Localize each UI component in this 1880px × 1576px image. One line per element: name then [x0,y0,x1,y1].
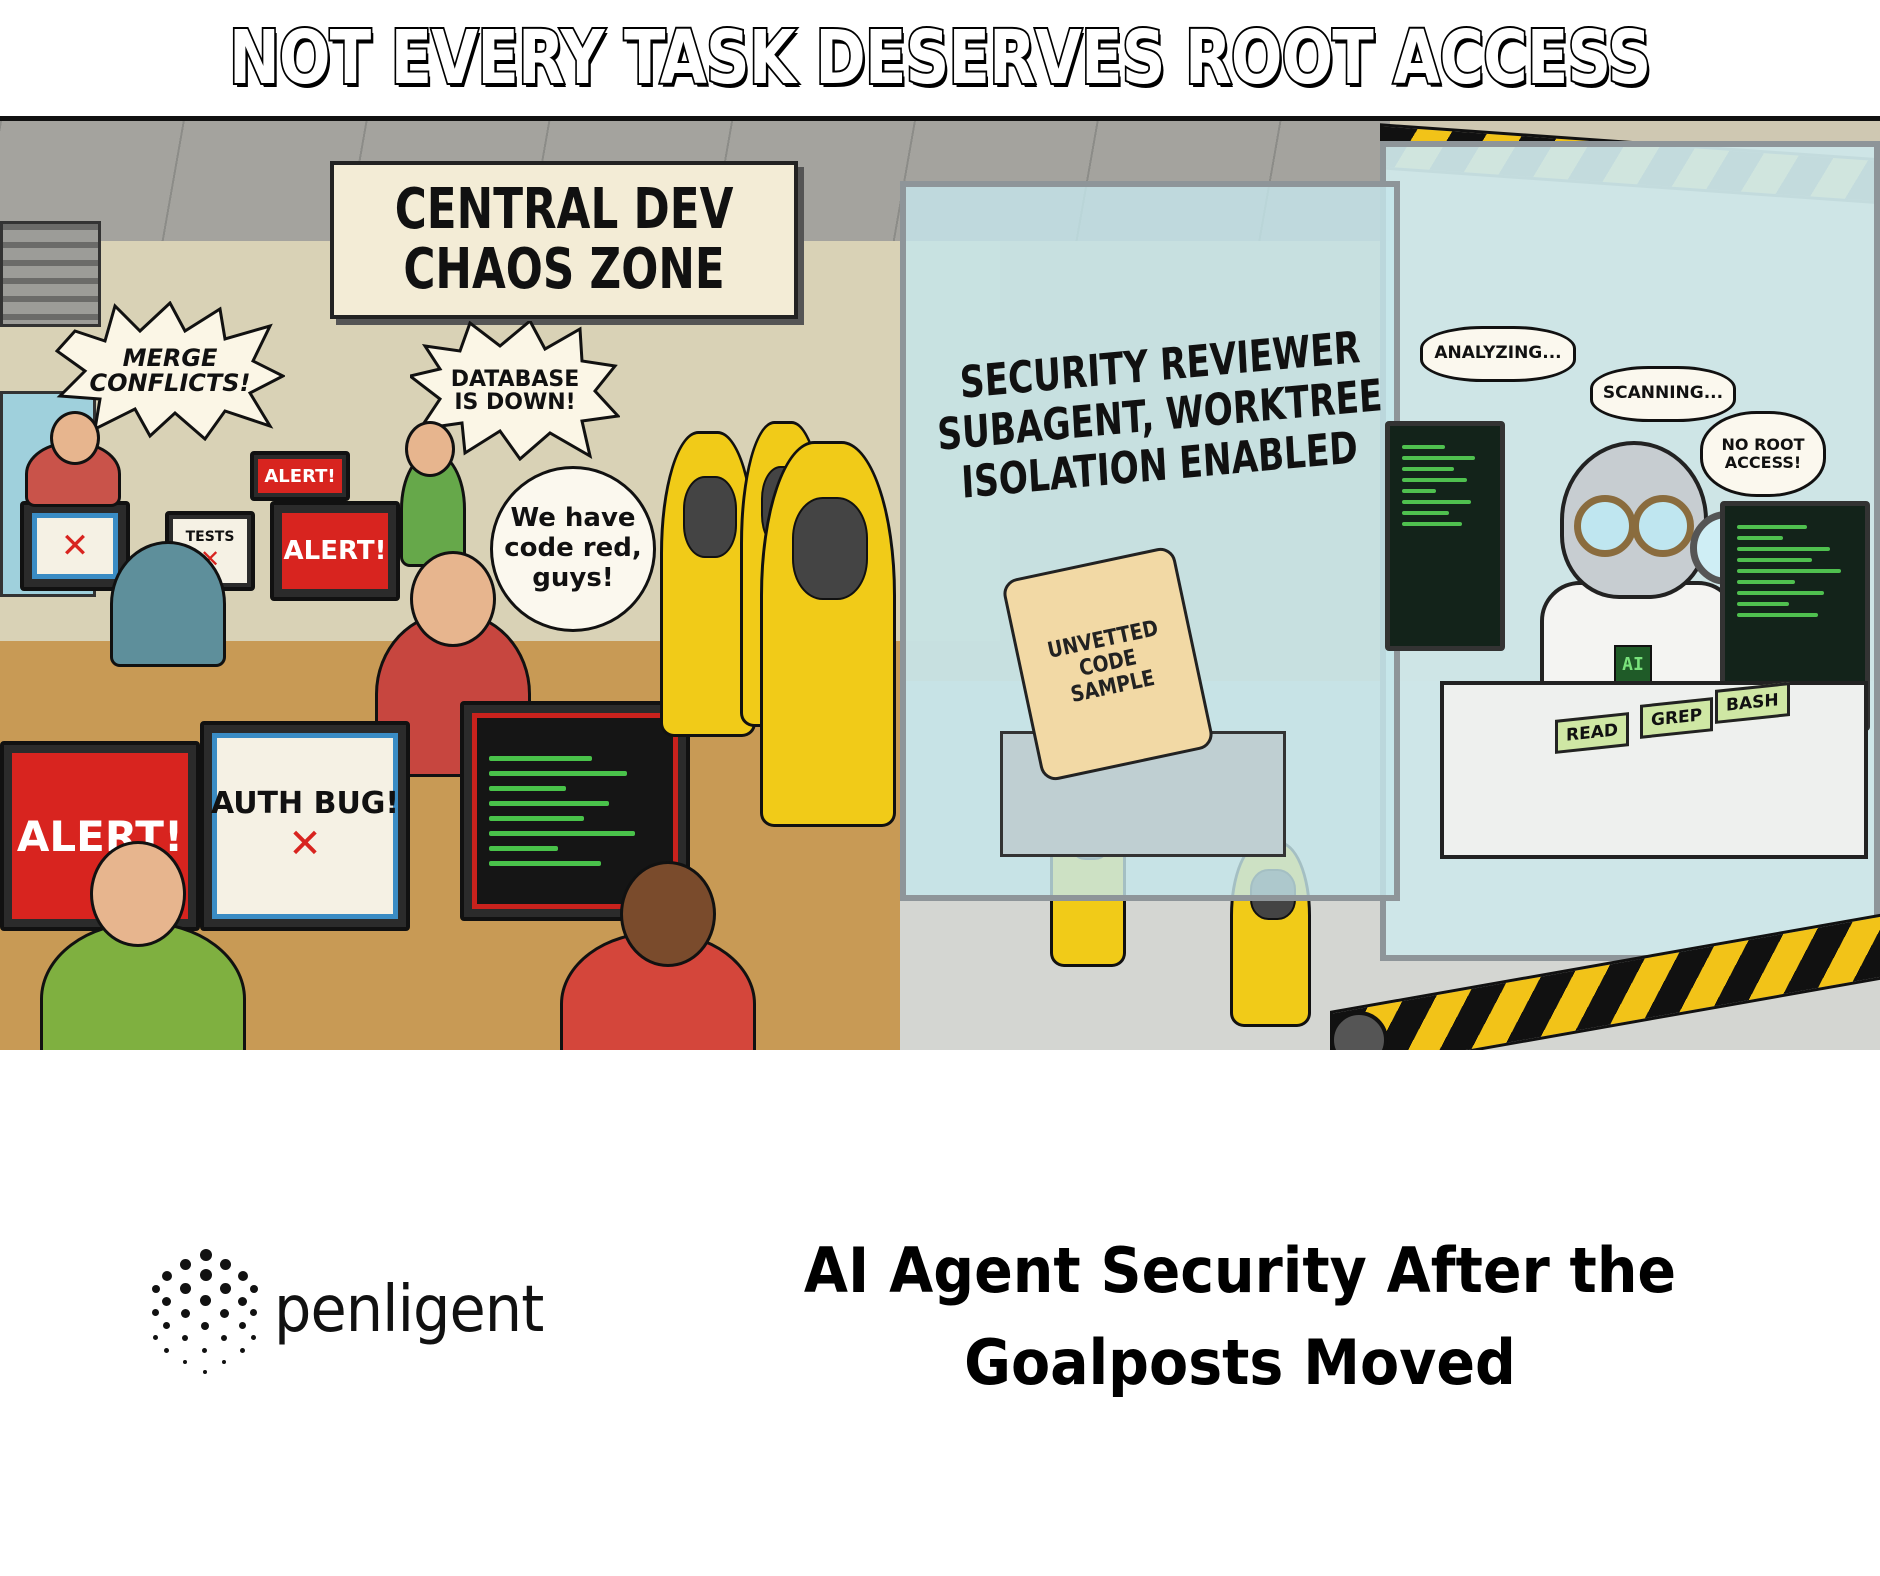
bubble-text: SCANNING... [1602,383,1724,404]
window-blinds [0,221,101,327]
alert-label: ALERT! [283,536,387,566]
banner-title: NOT EVERY TASK DESERVES ROOT ACCESS [228,15,1654,101]
monitor-auth-bug: AUTH BUG! ✕ [200,721,410,931]
title-banner: NOT EVERY TASK DESERVES ROOT ACCESS [0,0,1880,116]
monitor-alert-small: ALERT! [250,451,350,501]
code-screen [472,713,678,909]
fail-x-icon: ✕ [60,526,90,566]
isolation-booth: SECURITY REVIEWER SUBAGENT, WORKTREE ISO… [900,123,1880,1050]
developer-head [620,861,716,967]
logo-wordmark: penligent [274,1273,544,1347]
burst-text: DATABASE [450,366,580,392]
bubble-text: code red, [504,533,642,564]
monitor-fail: ✕ [20,501,130,591]
penligent-logo: penligent [150,1240,600,1380]
code-red-speech-bubble: We have code red, guys! [490,466,656,632]
robot-reviewer-head [1560,441,1708,599]
bubble-text: We have [510,503,636,534]
auth-bug-label: AUTH BUG! [210,785,400,821]
tests-label: TESTS [185,529,235,545]
developer-head [50,411,100,465]
no-root-speech-bubble: NO ROOT ACCESS! [1700,411,1826,497]
monitor-code [460,701,690,921]
bubble-text: NO ROOT [1721,434,1805,454]
bubble-text: guys! [532,562,614,593]
burst-text: IS DOWN! [454,390,576,415]
database-down-burst: DATABASE IS DOWN! [410,321,620,461]
goggle-icon [1632,495,1694,557]
chaos-zone-sign: CENTRAL DEV CHAOS ZONE [330,161,798,319]
ai-badge: AI [1614,645,1652,683]
monitor-alert-medium: ALERT! [270,501,400,601]
alert-label: ALERT! [264,465,336,487]
article-headline: AI Agent Security After the Goalposts Mo… [700,1225,1780,1409]
booth-wheel [1330,1011,1388,1050]
booth-label: SECURITY REVIEWER SUBAGENT, WORKTREE ISO… [920,322,1400,509]
booth-terminal-left [1385,421,1505,651]
burst-text: MERGE [122,343,218,372]
goggle-icon [1574,495,1636,557]
bubble-text: ANALYZING... [1434,343,1562,364]
fail-x-icon: ✕ [288,820,322,867]
merge-conflicts-burst: MERGE CONFLICTS! [55,301,285,441]
burst-text: CONFLICTS! [89,369,251,397]
dot-grid-logo-icon [150,1245,260,1375]
developer-head [405,421,455,477]
analyzing-speech-bubble: ANALYZING... [1420,326,1576,382]
scanning-speech-bubble: SCANNING... [1590,366,1736,422]
developer-head [90,841,186,947]
headline-line: Goalposts Moved [964,1326,1516,1399]
burst-shape-icon [410,321,620,461]
comic-illustration: CENTRAL DEV CHAOS ZONE MERGE CONFLICTS! … [0,116,1880,1050]
bubble-text: ACCESS! [1724,453,1802,472]
sign-line: CHAOS ZONE [403,237,725,302]
headline-line: AI Agent Security After the [803,1234,1677,1307]
panicking-developer-head [410,551,496,647]
hazmat-leader [760,441,896,827]
burst-shape-icon [55,301,285,441]
sign-line: CENTRAL DEV [394,177,734,242]
developer-teal-shirt [110,541,226,667]
